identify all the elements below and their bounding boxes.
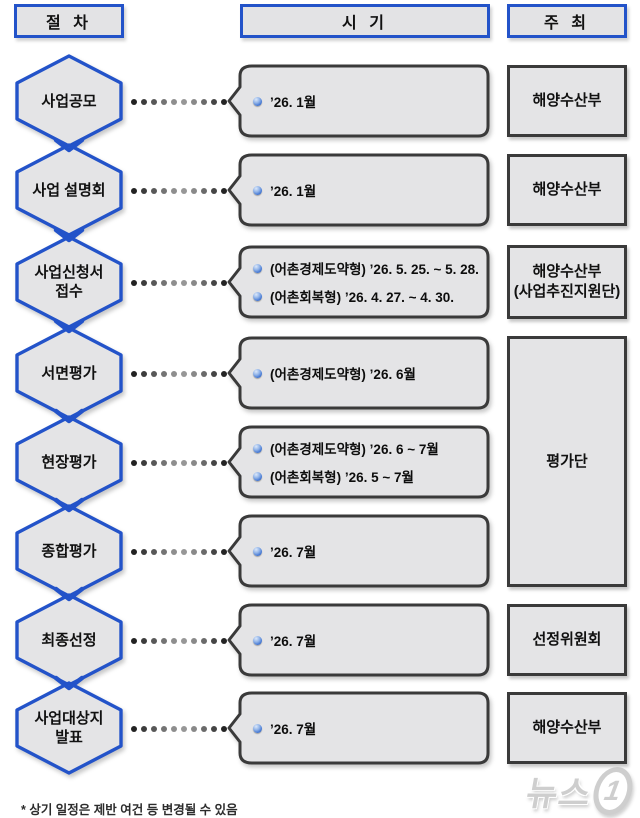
hexagon-shape-icon	[15, 143, 123, 237]
time-callout-3: (어촌경제도약형) ’26. 5. 25. ~ 5. 28. (어촌회복형) ’…	[226, 245, 490, 319]
time-text: (어촌경제도약형) ’26. 6월	[270, 367, 416, 382]
dotted-connector	[131, 370, 227, 377]
dotted-connector	[131, 725, 227, 732]
bullet-icon	[253, 471, 262, 481]
chevron-down-icon	[53, 318, 85, 334]
bullet-icon	[253, 185, 262, 195]
host-box-2: 해양수산부	[507, 154, 627, 226]
time-callout-7: ’26. 7월	[226, 603, 490, 677]
dotted-connector	[131, 548, 227, 555]
step-hexagon-7: 최종선정	[14, 592, 124, 688]
time-callout-2: ’26. 1월	[226, 153, 490, 227]
host-label: 평가단	[546, 452, 588, 470]
time-text: (어촌경제도약형) ’26. 6 ~ 7월	[270, 442, 439, 457]
step-label: 사업공모	[41, 92, 97, 110]
chevron-down-icon	[53, 137, 85, 153]
chevron-down-icon	[53, 675, 85, 691]
step-label: 현장평가	[41, 453, 97, 471]
time-callout-8: ’26. 7월	[226, 691, 490, 765]
step-label: 사업신청서	[34, 264, 104, 281]
callout-bubble-icon	[227, 245, 490, 319]
step-hexagon-5: 현장평가	[14, 414, 124, 510]
chevron-down-icon	[53, 586, 85, 602]
step-hexagon-4: 서면평가	[14, 325, 124, 421]
bullet-icon	[253, 635, 262, 645]
header-procedure: 절 차	[14, 4, 124, 38]
time-callout-6: ’26. 7월	[226, 514, 490, 588]
time-text: (어촌경제도약형) ’26. 5. 25. ~ 5. 28.	[270, 262, 479, 277]
time-text: (어촌회복형) ’26. 5 ~ 7월	[270, 470, 414, 485]
bullet-icon	[253, 546, 262, 556]
time-text: ’26. 7월	[270, 545, 317, 560]
host-box-8: 해양수산부	[507, 692, 627, 764]
step-label: 사업 설명회	[32, 181, 106, 199]
step-label: 서면평가	[41, 364, 97, 382]
step-label: 최종선정	[41, 631, 97, 649]
bullet-icon	[253, 291, 262, 301]
bullet-icon	[253, 443, 262, 453]
step-hexagon-6: 종합평가	[14, 503, 124, 599]
dotted-connector	[131, 459, 227, 466]
step-label: 접수	[55, 283, 83, 300]
callout-bubble-icon	[227, 336, 490, 410]
host-label: 해양수산부	[532, 263, 602, 280]
hexagon-shape-icon	[15, 681, 123, 775]
step-label: 발표	[55, 729, 83, 746]
watermark-text: 뉴스	[523, 775, 595, 813]
host-box-1: 해양수산부	[507, 65, 627, 137]
host-box-evaluation-team: 평가단	[507, 336, 627, 587]
time-text: ’26. 1월	[270, 184, 317, 199]
time-callout-5: (어촌경제도약형) ’26. 6 ~ 7월 (어촌회복형) ’26. 5 ~ 7…	[226, 425, 490, 499]
news1-watermark-logo: 뉴스 1	[523, 766, 637, 815]
time-text: (어촌회복형) ’26. 4. 27. ~ 4. 30.	[270, 290, 455, 305]
step-label: 종합평가	[41, 542, 97, 560]
time-text: ’26. 1월	[270, 95, 317, 110]
dotted-connector	[131, 187, 227, 194]
header-timing: 시 기	[240, 4, 490, 38]
host-box-3: 해양수산부 (사업추진지원단)	[507, 245, 627, 319]
bullet-icon	[253, 723, 262, 733]
step-hexagon-2: 사업 설명회	[14, 142, 124, 238]
callout-bubble-icon	[227, 153, 490, 227]
watermark-numeral: 1	[589, 766, 637, 815]
dotted-connector	[131, 98, 227, 105]
bullet-icon	[253, 263, 262, 273]
bullet-icon	[253, 96, 262, 106]
callout-bubble-icon	[227, 691, 490, 765]
footnote: * 상기 일정은 제반 여건 등 변경될 수 있음	[21, 803, 238, 817]
time-callout-4: (어촌경제도약형) ’26. 6월	[226, 336, 490, 410]
chevron-down-icon	[53, 408, 85, 424]
callout-bubble-icon	[227, 64, 490, 138]
time-text: ’26. 7월	[270, 722, 317, 737]
step-hexagon-1: 사업공모	[14, 53, 124, 149]
dotted-connector	[131, 637, 227, 644]
host-label: 선정위원회	[532, 631, 602, 648]
host-label: 해양수산부	[532, 719, 602, 736]
host-box-7: 선정위원회	[507, 604, 627, 676]
chevron-down-icon	[53, 227, 85, 243]
step-hexagon-3: 사업신청서 접수	[14, 234, 124, 330]
step-label: 사업대상지	[34, 710, 104, 727]
header-host: 주 최	[507, 4, 627, 38]
step-hexagon-8: 사업대상지 발표	[14, 680, 124, 776]
callout-bubble-icon	[227, 514, 490, 588]
chevron-down-icon	[53, 497, 85, 513]
time-callout-1: ’26. 1월	[226, 64, 490, 138]
host-label: (사업추진지원단)	[513, 283, 621, 300]
callout-bubble-icon	[227, 425, 490, 499]
time-text: ’26. 7월	[270, 634, 317, 649]
dotted-connector	[131, 279, 227, 286]
host-label: 해양수산부	[532, 92, 602, 109]
bullet-icon	[253, 368, 262, 378]
host-label: 해양수산부	[532, 181, 602, 198]
callout-bubble-icon	[227, 603, 490, 677]
